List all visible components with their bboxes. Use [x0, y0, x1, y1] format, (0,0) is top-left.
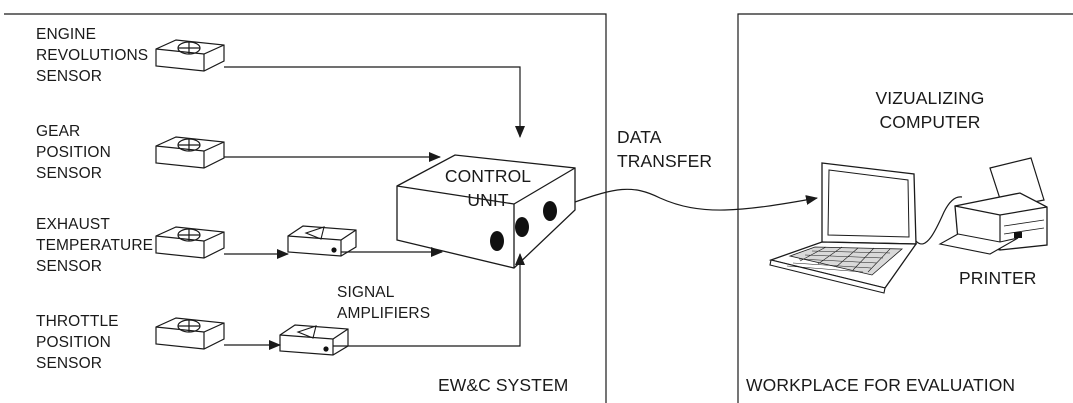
amplifier-throttle-icon	[279, 324, 349, 356]
laptop-icon	[768, 162, 918, 294]
ewc-system-label: EW&C SYSTEM	[438, 375, 569, 395]
signal-amplifiers-label: SIGNAL AMPLIFIERS	[337, 284, 431, 322]
workplace-frame	[737, 13, 1073, 403]
control-unit-port-icon	[490, 231, 504, 251]
engine-revolutions-sensor-label: ENGINE REVOLUTIONS SENSOR	[36, 26, 149, 85]
throttle-position-sensor-label: THROTTLE POSITION SENSOR	[36, 313, 119, 372]
gear-position-sensor-label: GEAR POSITION SENSOR	[36, 123, 111, 182]
printer-label: PRINTER	[959, 268, 1037, 288]
vizualizing-computer-label: VIZUALIZING COMPUTER	[875, 88, 985, 132]
control-unit-box-icon	[396, 154, 576, 269]
control-unit-label: CONTROL UNIT	[444, 166, 532, 210]
printer-icon	[938, 157, 1048, 255]
sensor-engine-revolutions-icon	[155, 39, 225, 72]
workplace-for-evaluation-label: WORKPLACE FOR EVALUATION	[746, 375, 1016, 395]
ewc-system-frame	[4, 13, 607, 403]
exhaust-temperature-sensor-label: EXHAUST TEMPERATURE SENSOR	[36, 216, 154, 275]
control-unit-port-icon	[515, 217, 529, 237]
control-unit-port-icon	[543, 201, 557, 221]
sensor-exhaust-temperature-icon	[155, 226, 225, 259]
sensor-gear-position-icon	[155, 136, 225, 169]
engine-to-control-arrow	[224, 66, 525, 138]
amplifier-to-control-vertical-arrow	[333, 253, 525, 347]
data-transfer-cable	[574, 188, 818, 211]
data-transfer-label: DATA TRANSFER	[617, 127, 713, 171]
sensor-throttle-position-icon	[155, 317, 225, 350]
laptop-to-printer-cable	[915, 196, 963, 245]
